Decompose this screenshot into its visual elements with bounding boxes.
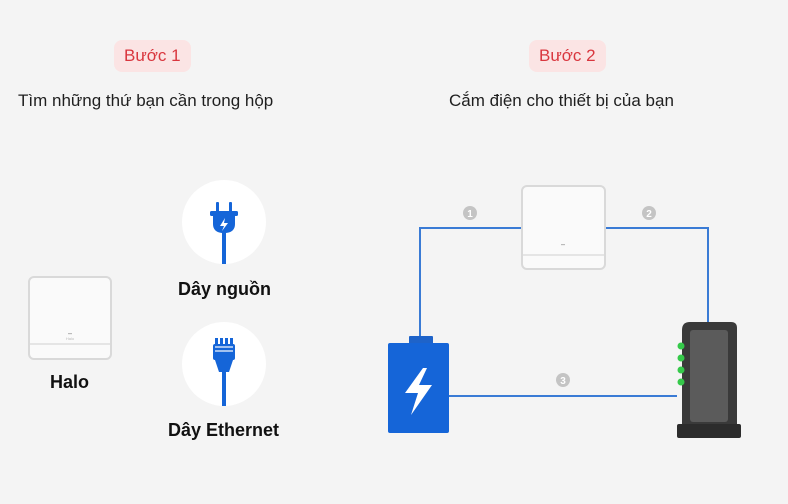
power-plug-icon: [210, 202, 238, 264]
connection-number-3: 3: [556, 373, 570, 387]
step1-description: Tìm những thứ bạn cần trong hộp: [18, 91, 274, 110]
power-cable-label: Dây nguồn: [178, 279, 271, 299]
connection-number-2: 2: [642, 206, 656, 220]
cable-line-1: [419, 227, 522, 340]
svg-text:2: 2: [646, 209, 652, 220]
halo-device-step2: [521, 185, 606, 270]
connection-number-1: 1: [463, 206, 477, 220]
modem-status-lights: [677, 342, 685, 386]
step2-badge: Bước 2: [529, 40, 606, 72]
halo-device-illustration: Halo: [28, 276, 112, 360]
svg-text:3: 3: [560, 376, 566, 387]
ethernet-cable-icon-circle: [182, 322, 266, 406]
power-cable-icon-circle: [182, 180, 266, 264]
battery-power-icon: [388, 336, 449, 433]
svg-text:1: 1: [467, 209, 473, 220]
halo-device: Halo: [28, 276, 112, 360]
step1-badge: Bước 1: [114, 40, 191, 72]
ethernet-plug-icon: [213, 338, 235, 406]
halo-label: Halo: [50, 372, 90, 392]
modem-device: [677, 322, 741, 438]
ethernet-cable-label: Dây Ethernet: [168, 420, 280, 440]
step2-description: Cắm điện cho thiết bị của bạn: [449, 91, 674, 110]
halo-brand-mark: Halo: [66, 336, 75, 341]
cable-line-2: [605, 227, 709, 322]
